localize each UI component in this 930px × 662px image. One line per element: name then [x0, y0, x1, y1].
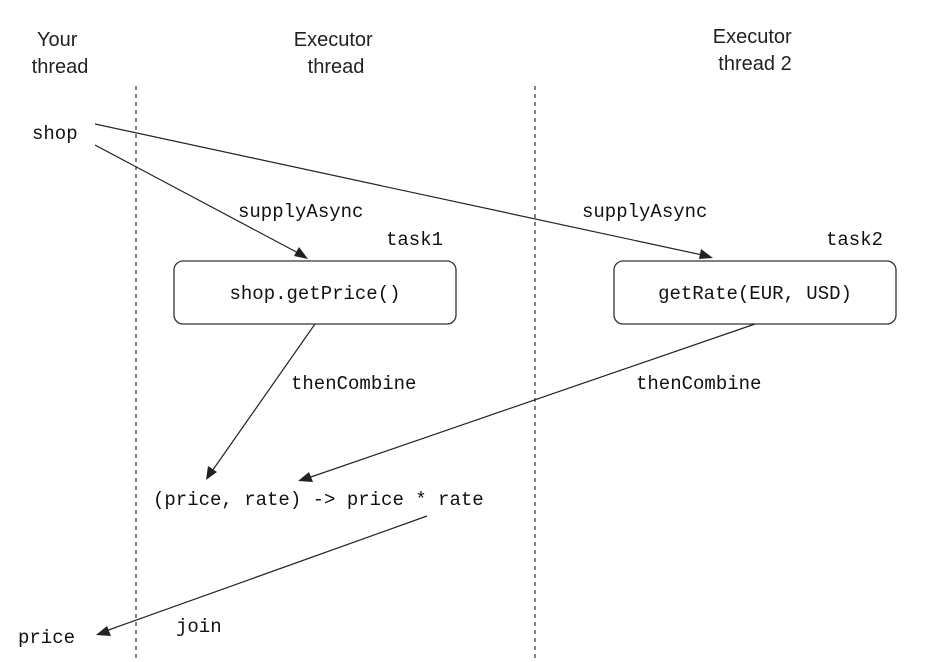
supply-async-label-1: supplyAsync: [238, 201, 363, 223]
shop-to-task1-arrowhead: [294, 247, 308, 259]
lane-header-executor-thread-line1: Executor: [294, 29, 373, 51]
lane-header-executor-thread-2-line2: thread 2: [718, 53, 791, 75]
join-label: join: [176, 616, 222, 638]
lane-header-executor-thread: Executor thread: [294, 29, 379, 78]
combine-to-price-arrowhead: [96, 626, 111, 636]
task2-label: task2: [826, 229, 883, 251]
task1-code: shop.getPrice(): [229, 283, 400, 305]
shop-to-task2-arrowhead: [699, 249, 713, 259]
task2-to-combine-arrow: [304, 323, 756, 480]
task1-to-combine-arrow: [209, 323, 316, 475]
supply-async-label-2: supplyAsync: [582, 201, 707, 223]
task2-code: getRate(EUR, USD): [658, 283, 852, 305]
task1-to-combine-arrowhead: [206, 466, 217, 480]
then-combine-label-1: thenCombine: [291, 373, 416, 395]
task1-label: task1: [386, 229, 443, 251]
price-label: price: [18, 627, 75, 649]
shop-label: shop: [32, 123, 78, 145]
lane-header-your-thread-line2: thread: [32, 56, 89, 78]
shop-to-task1-arrow: [94, 144, 303, 256]
combine-to-price-arrow: [102, 515, 428, 633]
lane-header-your-thread: Your thread: [32, 29, 89, 78]
task2-to-combine-arrowhead: [298, 472, 313, 482]
lane-header-your-thread-line1: Your: [37, 29, 78, 51]
lane-header-executor-thread-line2: thread: [308, 56, 365, 78]
lane-header-executor-thread-2: Executor thread 2: [713, 26, 798, 75]
shop-to-task2-arrow: [94, 123, 708, 257]
combine-expression: (price, rate) -> price * rate: [153, 489, 484, 511]
lane-header-executor-thread-2-line1: Executor: [713, 26, 792, 48]
then-combine-label-2: thenCombine: [636, 373, 761, 395]
